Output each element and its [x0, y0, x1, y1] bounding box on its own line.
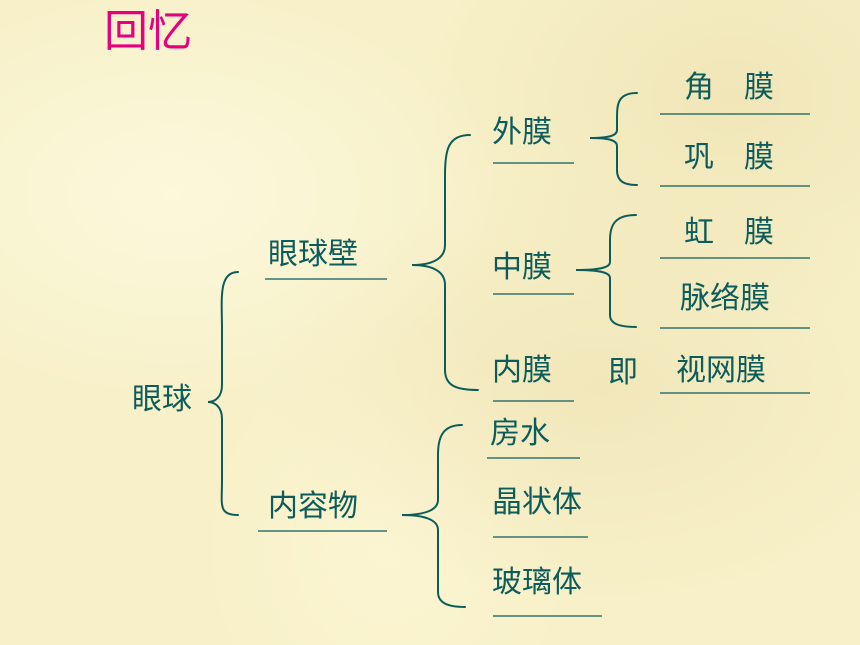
node-retina: 视网膜 [676, 353, 766, 388]
connector-word-ji: 即 [608, 355, 638, 390]
node-inner-layer: 内膜 [492, 353, 552, 388]
node-outer-layer: 外膜 [492, 115, 552, 150]
node-choroid: 脉络膜 [680, 281, 770, 316]
node-cornea: 角 膜 [684, 70, 774, 105]
node-middle-layer: 中膜 [492, 250, 552, 285]
node-iris: 虹 膜 [684, 215, 774, 250]
node-eyeball-wall: 眼球壁 [268, 237, 358, 272]
wall-brace [411, 134, 479, 391]
node-sclera: 巩 膜 [684, 140, 774, 175]
contents-brace [401, 424, 466, 608]
middle-brace [575, 214, 637, 328]
node-aqueous-humor: 房水 [490, 416, 550, 451]
outer-brace [589, 92, 638, 186]
root-node-eyeball: 眼球 [132, 382, 192, 417]
node-lens: 晶状体 [492, 485, 582, 520]
page-title: 回忆 [104, 6, 192, 57]
node-vitreous-body: 玻璃体 [492, 565, 582, 600]
root-brace [207, 271, 239, 516]
node-contents: 内容物 [268, 489, 358, 524]
